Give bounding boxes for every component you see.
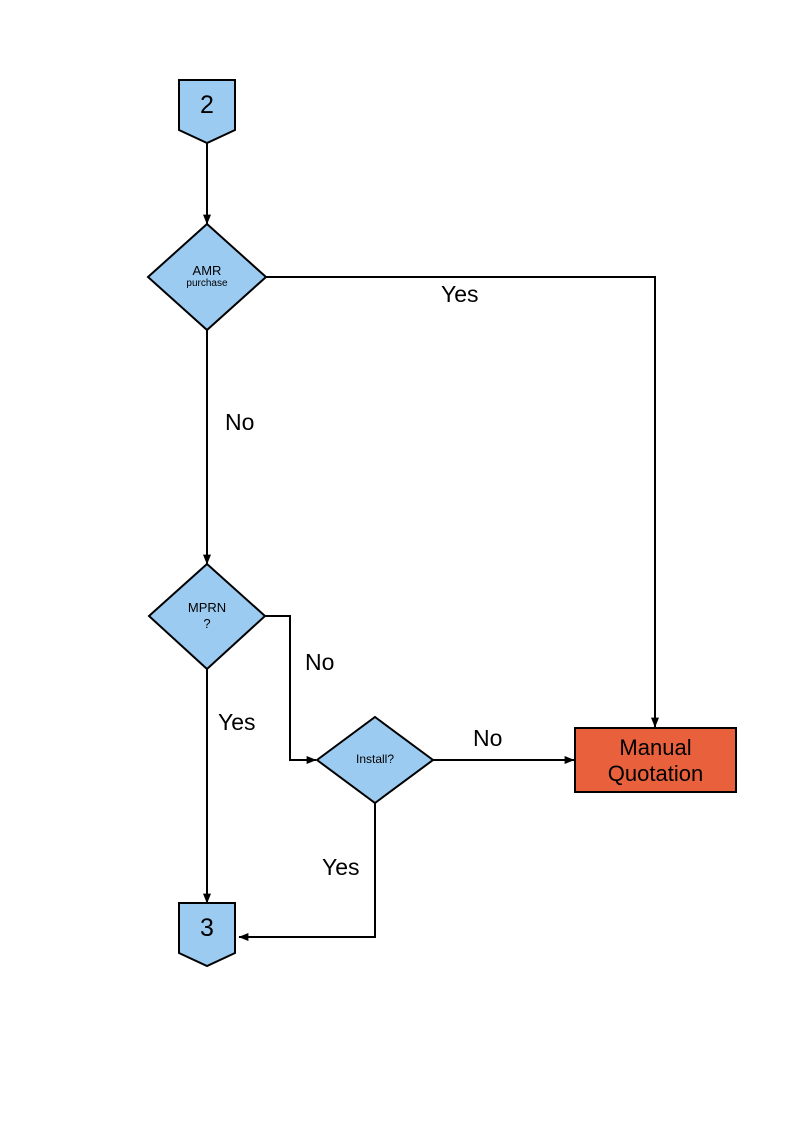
edge-label-mprn-no: No [305,649,335,675]
edge-line [265,615,317,764]
edge-amr-yes-to-manual [266,276,659,728]
edge-label-mprn-yes: Yes [218,709,256,735]
node-end-3[interactable] [178,902,236,968]
edge-label-install-no: No [473,725,503,751]
edge-label-amr-no: No [225,409,255,435]
edge-install-yes-to-end3 [238,803,376,941]
edge-label-install-yes: Yes [322,854,360,880]
node-mprn[interactable] [147,562,267,671]
node-install[interactable] [315,715,435,805]
node-mprn-label-line1: MPRN [187,600,227,615]
edge-line [266,276,659,728]
node-manual-quotation-label-line2: Quotation [607,761,704,786]
node-manual-quotation[interactable] [574,727,737,793]
node-install-label: Install? [355,752,395,766]
node-mprn-label-line2: ? [203,616,211,631]
node-end-3-label: 3 [200,914,214,942]
node-amr-purchase-label-line2: purchase [186,278,228,289]
node-start-2[interactable] [178,79,236,145]
node-amr-purchase-label-line1: AMR [192,263,222,278]
node-amr-purchase[interactable] [146,222,268,332]
edge-label-amr-yes: Yes [441,281,479,307]
edge-line [238,803,376,941]
edge-mprn-no-to-install [265,615,317,764]
node-manual-quotation-label-line1: Manual [619,735,692,760]
node-start-2-label: 2 [200,91,214,119]
